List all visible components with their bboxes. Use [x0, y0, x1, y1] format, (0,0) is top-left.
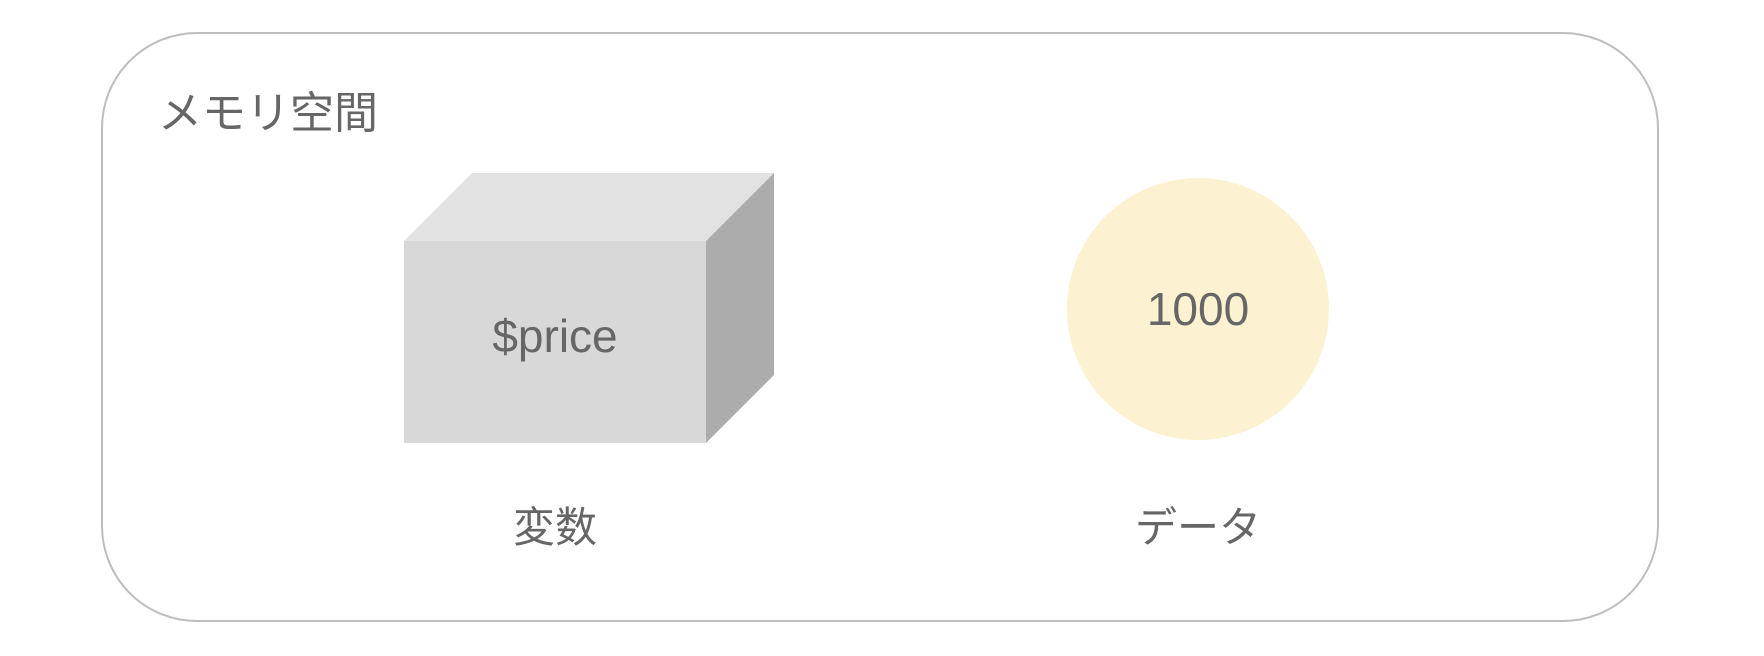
memory-space-title: メモリ空間 — [158, 88, 378, 139]
variable-name: $price — [492, 310, 618, 362]
data-caption: データ — [1134, 503, 1261, 552]
data-value: 1000 — [1146, 283, 1250, 335]
variable-box-front-face — [404, 241, 706, 443]
memory-space-frame — [101, 32, 1659, 622]
data-circle — [1067, 178, 1329, 440]
variable-box-top-face — [404, 173, 774, 241]
variable-box-side-face — [706, 173, 774, 443]
variable-caption: 変数 — [512, 503, 597, 552]
